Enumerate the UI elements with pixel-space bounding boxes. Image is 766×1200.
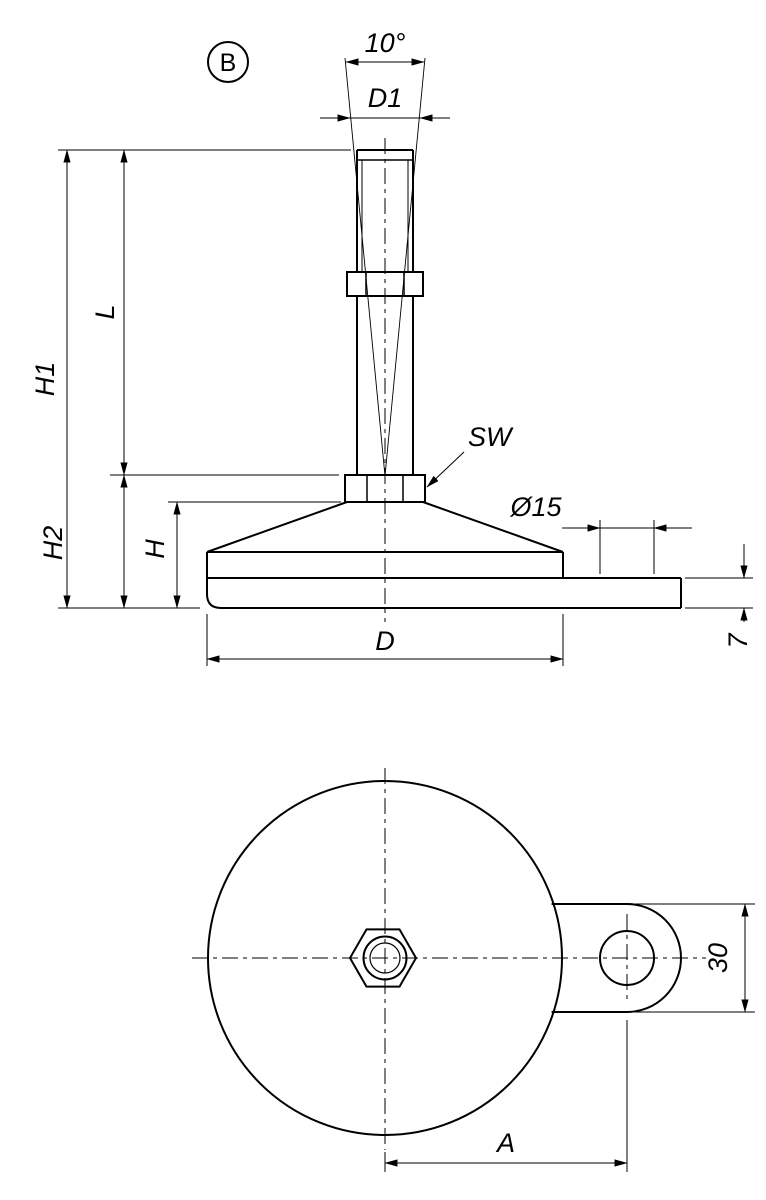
side-view: B — [30, 28, 753, 666]
dim-sw: SW — [468, 422, 514, 452]
dimension-lines — [63, 58, 748, 663]
dim-h1: H1 — [30, 362, 60, 397]
dim-tab-width-30: 30 — [703, 943, 733, 973]
dim-l: L — [90, 304, 120, 319]
plan-view: 30 A — [192, 768, 755, 1172]
view-label: B — [220, 49, 237, 77]
view-label-circle: B — [207, 41, 249, 83]
dim-tab-thickness-7: 7 — [723, 633, 753, 649]
lock-collar — [346, 271, 424, 297]
dim-d: D — [375, 626, 395, 656]
taper-lines — [344, 57, 426, 477]
spindle-outline — [356, 149, 414, 475]
dim-a: A — [495, 1128, 515, 1158]
dim-hole-dia-15: Ø15 — [509, 492, 562, 522]
plan-extension-lines — [384, 903, 755, 1172]
plan-dimension-lines — [384, 903, 749, 1167]
dim-d1: D1 — [368, 83, 403, 113]
dim-angle-10deg: 10° — [365, 28, 406, 58]
base-outline — [206, 501, 682, 609]
thread-lines — [361, 160, 409, 272]
dim-h: H — [140, 539, 170, 559]
plan-centerlines — [192, 768, 706, 1150]
extension-lines — [58, 149, 753, 666]
dim-h2: H2 — [38, 526, 68, 561]
